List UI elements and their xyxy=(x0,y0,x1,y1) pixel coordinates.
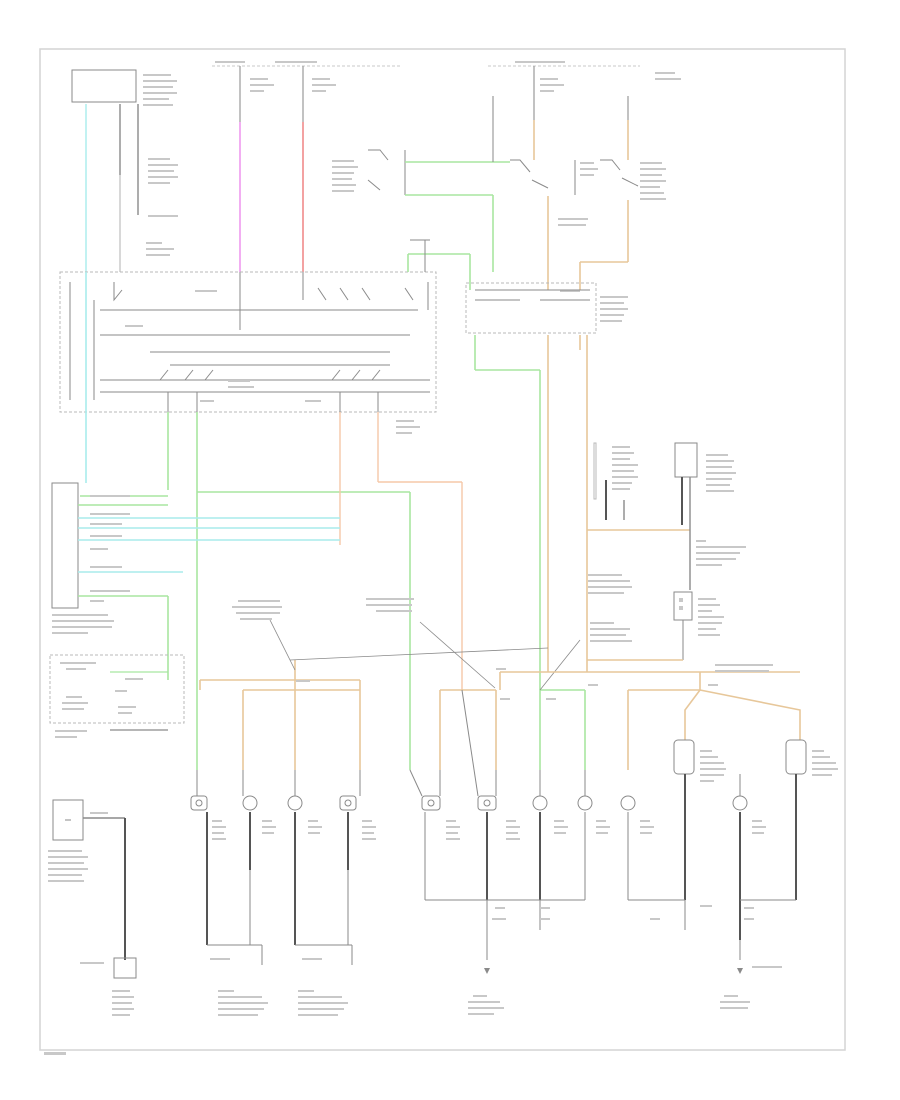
lamp-6 xyxy=(477,795,497,811)
left-sub-module-wires xyxy=(110,671,168,731)
dark-wire-under xyxy=(239,272,304,330)
center-annotation-labels xyxy=(366,574,632,700)
center-annotation-lines xyxy=(419,621,581,691)
hazard-labels xyxy=(332,160,358,192)
top-left-module-label xyxy=(143,74,177,106)
top-left-module xyxy=(71,69,137,103)
center-lamp-stubs xyxy=(409,689,586,797)
right-tan-bus xyxy=(627,672,801,770)
green-trunk xyxy=(474,335,586,770)
lamp-4 xyxy=(339,795,357,811)
center-lamp-labels xyxy=(446,820,610,840)
bottom-left-sensor xyxy=(52,799,84,841)
left-lamp-stubs xyxy=(196,770,361,796)
center-ground-thin xyxy=(424,812,586,960)
left-annotation-lines xyxy=(269,619,549,671)
sensor-wires xyxy=(83,817,126,960)
right-upper-module-a xyxy=(593,442,638,500)
lamp-2 xyxy=(242,795,258,811)
lamp-8 xyxy=(577,795,593,811)
top-right-dark-wires xyxy=(410,120,494,272)
bottom-left-ground-connector xyxy=(113,957,137,979)
right-upper-module-b-labels xyxy=(706,454,736,492)
left-connector-block xyxy=(51,482,79,609)
brake-switch-right xyxy=(510,159,639,195)
center-ground-symbol xyxy=(484,968,490,974)
lamp-1 xyxy=(190,795,208,811)
top-feed-lines xyxy=(239,66,629,122)
top-headers xyxy=(215,61,681,80)
lamp-10 xyxy=(673,739,695,775)
lamp-3 xyxy=(287,795,303,811)
right-mid-labels xyxy=(696,540,746,566)
top-right-labels xyxy=(558,162,666,322)
center-tan-bus xyxy=(439,689,497,770)
left-lamp-labels xyxy=(212,820,376,840)
left-tan-bus xyxy=(199,660,361,770)
lamp-5 xyxy=(421,795,441,811)
left-output-green xyxy=(80,412,411,770)
right-upper-wires xyxy=(586,335,691,672)
left-sub-module-labels xyxy=(55,662,143,738)
top-right-green-wires xyxy=(405,161,510,290)
diagram-border xyxy=(39,48,846,1051)
left-connector-labels xyxy=(52,495,130,634)
switch-internals xyxy=(69,282,430,412)
footer-code xyxy=(44,1052,66,1055)
cyan-wire-top xyxy=(85,104,139,272)
flasher-internals xyxy=(475,289,590,301)
left-connector-green xyxy=(78,504,169,680)
right-mid-relay-marks xyxy=(679,598,683,610)
lamp-11 xyxy=(732,795,748,811)
left-output-orange xyxy=(339,412,463,690)
left-ground-labels xyxy=(210,958,348,1016)
left-sub-module xyxy=(49,654,185,724)
flasher-relay xyxy=(465,282,597,334)
top-right-tan-wires xyxy=(533,120,629,290)
left-ground-thin xyxy=(207,870,353,965)
sensor-labels xyxy=(48,812,108,882)
tan-trunk xyxy=(547,335,581,672)
right-mid-relay-labels xyxy=(698,598,724,636)
lamp-7 xyxy=(532,795,548,811)
left-connector-cyan xyxy=(78,272,340,573)
bottom-left-ground-labels xyxy=(80,962,134,1016)
right-ground-symbol xyxy=(737,968,743,974)
lamp-12 xyxy=(785,739,807,775)
right-ground-labels xyxy=(650,905,782,1009)
right-lamp-labels xyxy=(640,750,838,834)
right-bus-labels xyxy=(708,664,773,686)
center-ground-labels xyxy=(468,907,550,1015)
left-annotation-labels xyxy=(232,600,310,682)
right-upper-module-b xyxy=(674,442,698,478)
turn-hazard-switch-box xyxy=(59,271,437,413)
center-lamp-grounds xyxy=(486,812,541,900)
lamp-9 xyxy=(620,795,636,811)
left-sub-labels xyxy=(146,158,178,256)
switch-labels xyxy=(125,290,420,434)
right-relay-wires xyxy=(499,620,800,690)
right-lamp-wires xyxy=(627,774,797,960)
fuse-labels xyxy=(250,78,564,92)
left-lamp-grounds xyxy=(206,812,349,945)
hazard-switch xyxy=(367,149,406,195)
